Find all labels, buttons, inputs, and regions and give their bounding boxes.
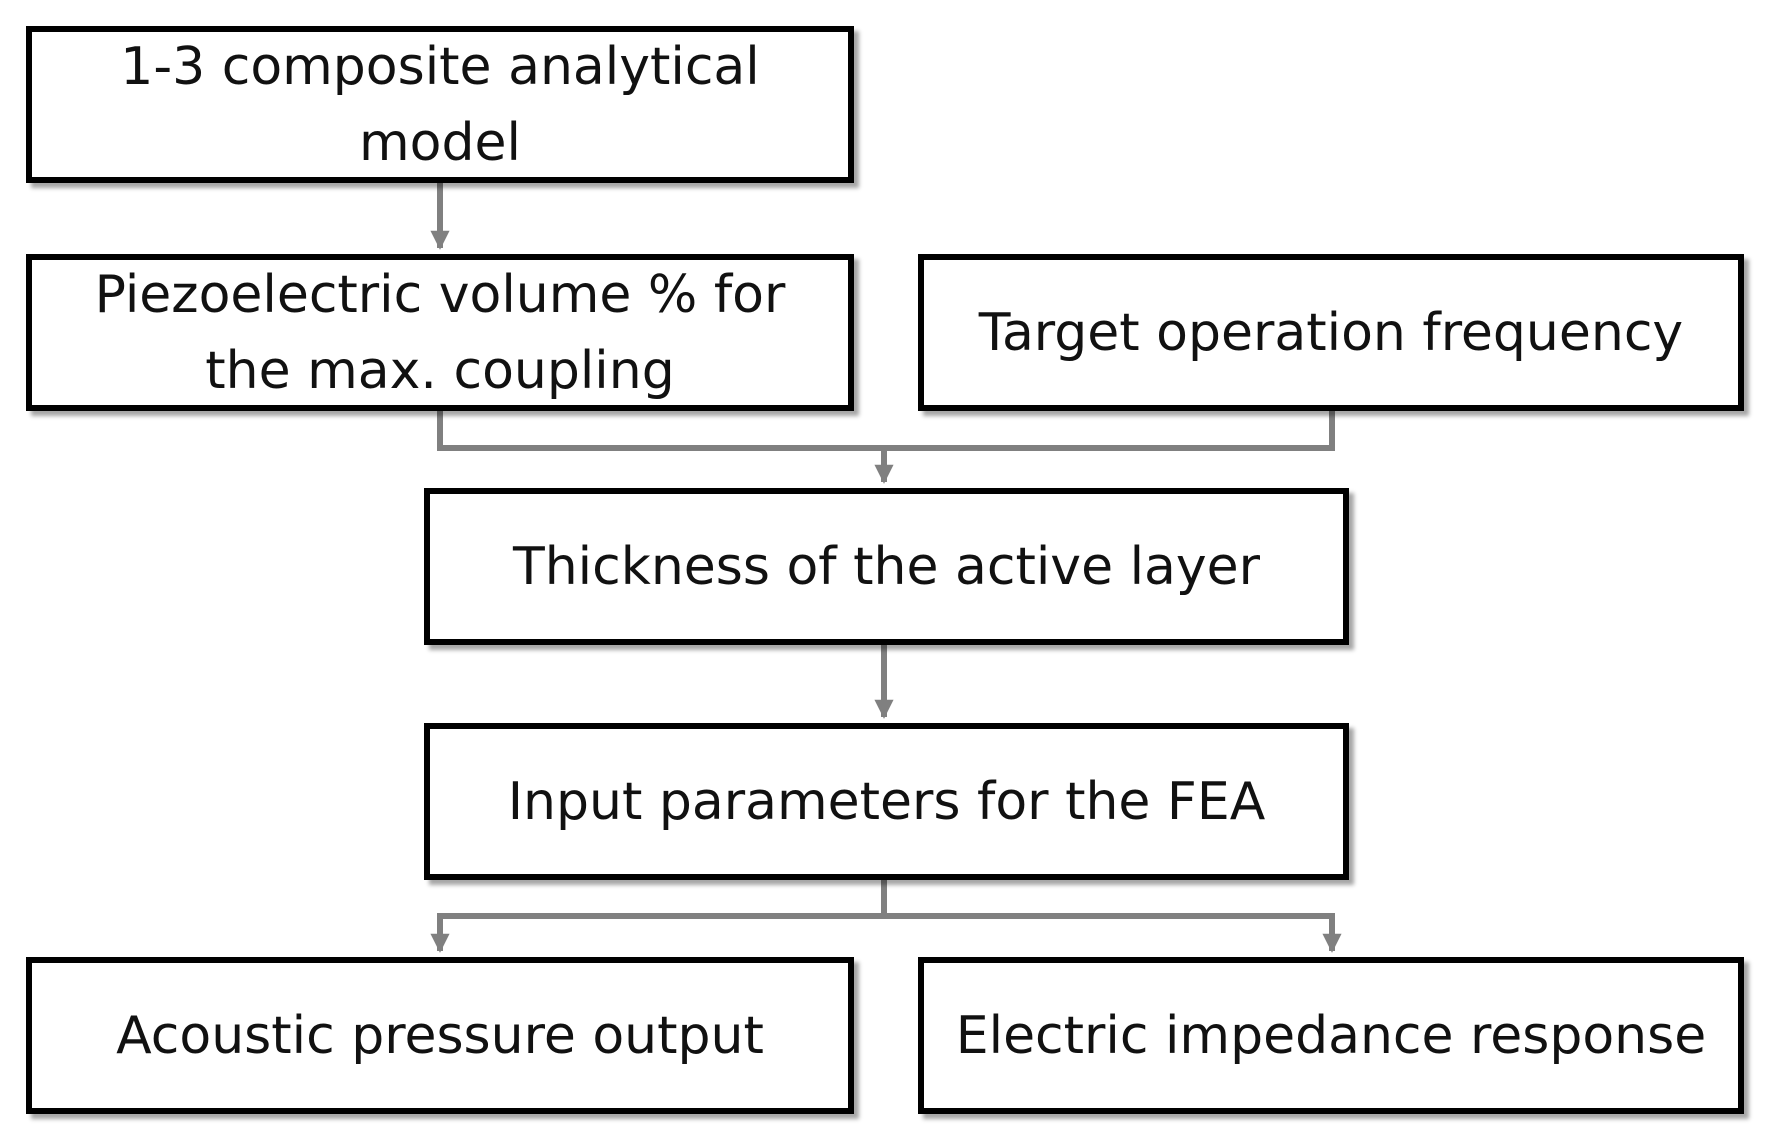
node-label: Electric impedance response xyxy=(955,1005,1707,1066)
node-label: Thickness of the active layer xyxy=(512,536,1261,597)
edge-volume-to-thickness xyxy=(437,411,884,451)
node-active-layer-thickness: Thickness of the active layer xyxy=(424,488,1349,645)
node-label: Acoustic pressure output xyxy=(116,1005,764,1066)
edge-input-to-acoustic xyxy=(430,913,884,953)
node-fea-input-parameters: Input parameters for the FEA xyxy=(424,723,1349,880)
node-label: Piezoelectric volume % for the max. coup… xyxy=(94,264,786,401)
node-target-frequency: Target operation frequency xyxy=(918,254,1744,411)
node-acoustic-pressure-output: Acoustic pressure output xyxy=(26,957,854,1114)
node-label: Input parameters for the FEA xyxy=(507,771,1266,832)
node-label: 1-3 composite analytical model xyxy=(120,36,760,173)
node-composite-analytical-model: 1-3 composite analytical model xyxy=(26,26,854,183)
edge-frequency-to-thickness xyxy=(884,411,1335,451)
edge-input-to-impedance xyxy=(884,913,1342,953)
node-piezoelectric-volume: Piezoelectric volume % for the max. coup… xyxy=(26,254,854,411)
node-label: Target operation frequency xyxy=(978,302,1684,363)
node-electric-impedance-response: Electric impedance response xyxy=(918,957,1744,1114)
